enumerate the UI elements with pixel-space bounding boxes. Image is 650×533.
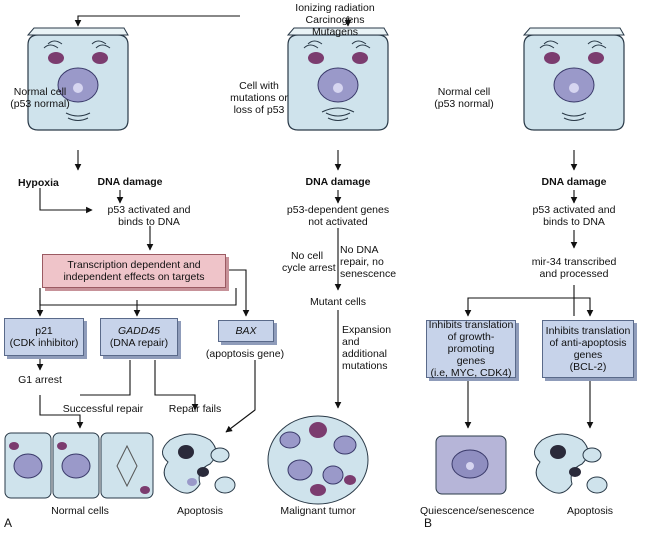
transcription-line1: Transcription dependent and (67, 259, 201, 271)
malignant-tumor-label: Malignant tumor (280, 505, 356, 517)
expansion-line3: additional (342, 348, 387, 360)
mir34-line2: and processed (539, 268, 609, 280)
mutagens-label: Mutagens (311, 26, 359, 38)
growth-promoting-box: Inhibits translation of growth-promoting… (426, 319, 516, 379)
antiapop-line1: Inhibits translation (545, 325, 631, 337)
growth-line4: (i.e, MYC, CDK4) (430, 367, 512, 379)
no-cycle-line1: No cell (290, 250, 324, 262)
mutant-line3: loss of p53 (233, 104, 285, 116)
panel-b-letter: B (424, 516, 433, 530)
gadd45-line2: (DNA repair) (109, 337, 169, 349)
p53-not-activated-line1: p53-dependent genes (286, 204, 390, 216)
growth-line2: of growth-promoting (447, 331, 495, 355)
bax-box: BAX (218, 320, 274, 342)
normal-cell-b (523, 27, 625, 131)
antiapop-line3: genes (573, 349, 603, 361)
apoptosis-label-b: Apoptosis (566, 505, 614, 517)
mir34-line1: mir-34 transcribed (531, 256, 617, 268)
bax-label: BAX (235, 325, 257, 337)
p53-activated-b: p53 activated and binds to DNA (519, 204, 629, 228)
p21-line2: (CDK inhibitor) (9, 337, 79, 349)
p21-box: p21 (CDK inhibitor) (4, 318, 84, 356)
normal-cells-label: Normal cells (51, 505, 109, 517)
dna-damage-mid: DNA damage (305, 176, 371, 188)
p53-not-activated-line2: not activated (308, 216, 368, 228)
expansion-line1: Expansion (342, 324, 392, 336)
normal-cell-b-line2: (p53 normal) (434, 98, 494, 110)
antiapop-line4: (BCL-2) (569, 361, 607, 373)
normal-cell-line1: Normal cell (13, 86, 67, 98)
quiescence-cell-image (435, 435, 507, 495)
normal-cells-image (4, 432, 154, 499)
normal-cell-b-line1: Normal cell (437, 86, 491, 98)
malignant-tumor-image (267, 415, 369, 505)
normal-cell-a (27, 27, 129, 131)
g1-arrest-label: G1 arrest (18, 374, 62, 386)
transcription-box: Transcription dependent and independent … (42, 254, 226, 288)
mutant-line1: Cell with (239, 80, 279, 92)
p53-activated-a-line2: binds to DNA (118, 216, 180, 228)
no-repair-line1: No DNA (340, 244, 379, 256)
top-cause-text: Ionizing radiation Carcinogens Mutagens (270, 2, 400, 38)
dna-damage-b: DNA damage (541, 176, 607, 188)
expansion-label: Expansion and additional mutations (342, 324, 402, 372)
flow-arrows (36, 15, 594, 433)
carcinogens-label: Carcinogens (305, 14, 365, 26)
successful-repair-label: Successful repair (62, 403, 144, 415)
no-repair-line2: repair, no (340, 256, 384, 268)
expansion-line4: mutations (342, 360, 388, 372)
ionizing-radiation-label: Ionizing radiation (295, 2, 375, 14)
apoptosis-label-a: Apoptosis (176, 505, 224, 517)
hypoxia-label: Hypoxia (18, 177, 59, 189)
p53-activated-b-line2: binds to DNA (543, 216, 605, 228)
gadd45-box: GADD45 (DNA repair) (100, 318, 178, 356)
no-repair-line3: senescence (340, 268, 397, 280)
mutant-cells-label: Mutant cells (309, 296, 367, 308)
gadd45-line1: GADD45 (117, 325, 160, 337)
mutant-cell-label: Cell with mutations or loss of p53 (224, 80, 294, 116)
normal-cell-label-b: Normal cell (p53 normal) (424, 86, 504, 110)
expansion-line2: and (342, 336, 360, 348)
mir34-label: mir-34 transcribed and processed (519, 256, 629, 280)
repair-fails-label: Repair fails (168, 403, 222, 415)
dna-damage-left: DNA damage (97, 176, 163, 188)
antiapop-line2: of anti-apoptosis (549, 337, 627, 349)
growth-line3: genes (456, 355, 486, 367)
normal-cell-label-a: Normal cell (p53 normal) (0, 86, 80, 110)
normal-cell-line2: (p53 normal) (10, 98, 70, 110)
mutant-cell (287, 27, 389, 131)
transcription-line2: independent effects on targets (63, 271, 205, 283)
apoptosis-image-b (534, 433, 608, 494)
apoptosis-image-a (162, 433, 236, 494)
p53-not-activated: p53-dependent genes not activated (282, 204, 394, 228)
mutant-line2: mutations or (230, 92, 288, 104)
no-repair: No DNA repair, no senescence (340, 244, 400, 280)
growth-line1: Inhibits translation (428, 319, 514, 331)
quiescence-label: Quiescence/senescence (420, 505, 535, 517)
p53-activated-a-line1: p53 activated and (107, 204, 191, 216)
no-cycle-line2: cycle arrest (282, 262, 336, 274)
no-cycle-arrest: No cell cycle arrest (282, 250, 336, 274)
p21-line1: p21 (35, 325, 53, 337)
p53-activated-b-line1: p53 activated and (532, 204, 616, 216)
p53-activated-a: p53 activated and binds to DNA (94, 204, 204, 228)
panel-a-letter: A (4, 516, 13, 530)
bax-caption: (apoptosis gene) (205, 348, 285, 360)
anti-apoptosis-box: Inhibits translation of anti-apoptosis g… (542, 320, 634, 378)
